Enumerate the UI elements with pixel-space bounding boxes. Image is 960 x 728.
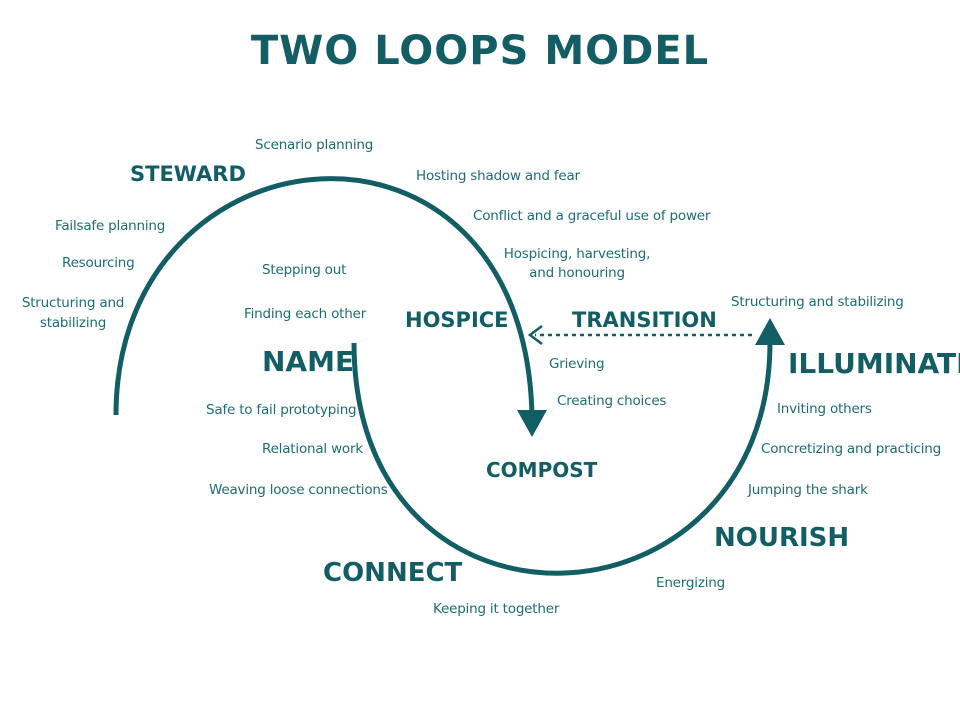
label-energizing: Energizing <box>656 575 725 591</box>
label-structuring-left-line1: Structuring and <box>21 295 125 311</box>
label-grieving: Grieving <box>549 356 605 372</box>
label-hospicing-line1: Hospicing, harvesting, <box>503 246 651 262</box>
label-concretizing: Concretizing and practicing <box>761 441 941 457</box>
label-structuring-left-line2: stabilizing <box>39 315 107 331</box>
phase-compost: COMPOST <box>486 458 598 482</box>
label-stepping-out: Stepping out <box>262 262 347 278</box>
diagram-title: TWO LOOPS MODEL <box>250 28 710 74</box>
phase-name: NAME <box>262 345 355 378</box>
phase-illuminate: ILLUMINATE <box>788 347 960 380</box>
label-keeping-together: Keeping it together <box>433 601 560 617</box>
label-jumping-shark: Jumping the shark <box>748 482 868 498</box>
illuminate-arrowhead <box>755 318 785 345</box>
label-structuring-right: Structuring and stabilizing <box>731 294 904 310</box>
label-safe-to-fail: Safe to fail prototyping <box>206 402 357 418</box>
label-failsafe-planning: Failsafe planning <box>55 218 166 234</box>
label-finding-each-other: Finding each other <box>244 306 367 322</box>
label-creating-choices: Creating choices <box>557 393 667 409</box>
phase-hospice: HOSPICE <box>405 308 509 332</box>
label-resourcing: Resourcing <box>62 255 135 271</box>
phase-nourish: NOURISH <box>714 523 850 553</box>
phase-connect: CONNECT <box>323 558 463 588</box>
label-hospicing-line2: and honouring <box>529 265 625 281</box>
old-system-loop <box>113 176 535 417</box>
label-weaving: Weaving loose connections <box>209 482 388 498</box>
compost-arrowhead <box>517 410 547 437</box>
label-scenario-planning: Scenario planning <box>255 137 374 153</box>
label-relational-work: Relational work <box>262 441 363 457</box>
label-hosting-shadow: Hosting shadow and fear <box>416 168 580 184</box>
label-inviting-others: Inviting others <box>777 401 872 417</box>
label-conflict-power: Conflict and a graceful use of power <box>473 208 711 224</box>
phase-steward: STEWARD <box>130 162 246 186</box>
phase-transition: TRANSITION <box>572 308 717 332</box>
transition-arrowhead <box>527 325 543 345</box>
new-system-loop <box>351 341 773 576</box>
